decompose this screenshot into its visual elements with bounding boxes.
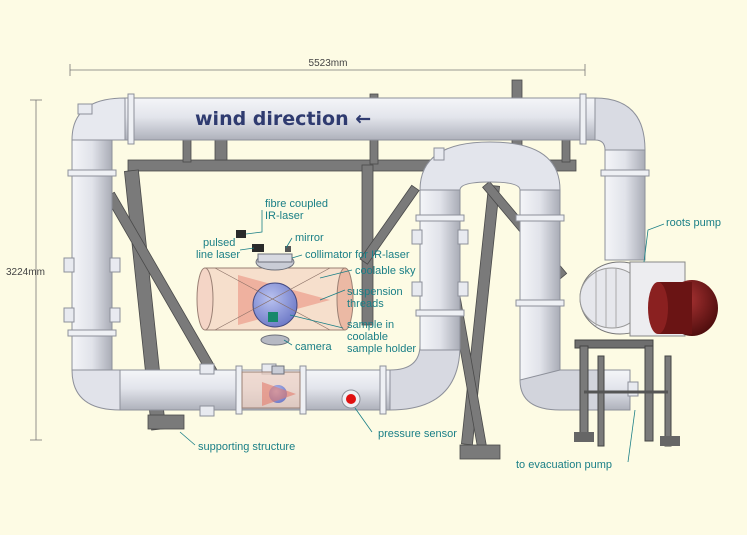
label-pressure-sensor: pressure sensor: [378, 428, 457, 440]
label-sample-2: coolable: [347, 331, 388, 343]
label-suspension-2: threads: [347, 298, 384, 310]
label-supporting-structure: supporting structure: [198, 441, 295, 453]
label-roots-pump: roots pump: [666, 217, 721, 229]
label-pulsed-1: pulsed: [203, 237, 235, 249]
label-camera: camera: [295, 341, 333, 353]
measurement-chamber: [196, 253, 354, 346]
roots-pump: [574, 261, 718, 447]
laser-devices: [236, 230, 291, 252]
wind-direction-title: wind direction ←: [195, 108, 371, 130]
label-suspension-1: suspension: [347, 286, 403, 298]
leader-lines: [179, 210, 665, 463]
label-fibre-coupled-1: fibre coupled: [265, 198, 328, 210]
label-collimator: collimator for IR-laser: [305, 249, 410, 261]
inline-chamber: [241, 365, 301, 409]
label-sample-3: sample holder: [347, 343, 416, 355]
label-coolable-sky: coolable sky: [355, 265, 416, 277]
label-evacuation-pump: to evacuation pump: [516, 459, 612, 471]
label-sample-1: sample in: [347, 319, 394, 331]
label-fibre-coupled-2: IR-laser: [265, 210, 304, 222]
label-pulsed-2: line laser: [196, 249, 240, 261]
dimension-lines: [30, 64, 586, 441]
height-dimension: 3224mm: [6, 267, 45, 278]
pressure-sensor: [341, 389, 361, 409]
pipe-flanges: [67, 93, 650, 415]
label-mirror: mirror: [295, 232, 324, 244]
width-dimension: 5523mm: [309, 58, 348, 69]
